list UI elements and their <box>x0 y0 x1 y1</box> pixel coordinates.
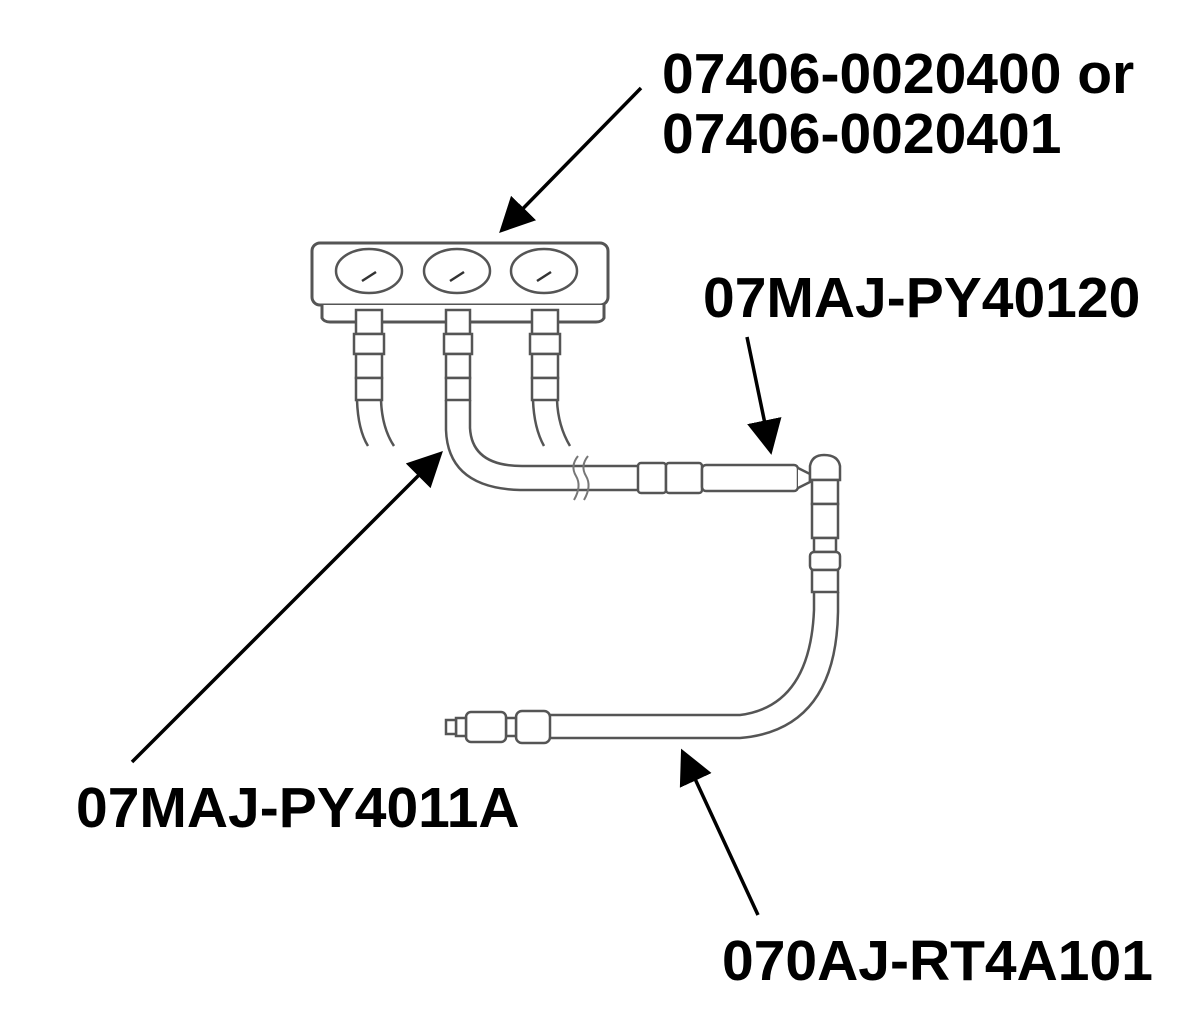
gauge-center <box>422 247 492 295</box>
gauge-right <box>509 247 579 295</box>
label-hose-b-part-number: 070AJ-RT4A101 <box>722 929 1153 993</box>
gauge-left <box>334 247 404 295</box>
label-hose-a-part-number: 07MAJ-PY4011A <box>76 776 520 840</box>
hose-b-end-fitting <box>444 709 552 745</box>
gauge-set-part-number-1: 07406-0020400 or <box>662 42 1135 106</box>
adapter <box>636 453 842 594</box>
callout-arrows <box>130 86 782 916</box>
label-adapter-part-number: 07MAJ-PY40120 <box>703 266 1141 330</box>
gauge-set-part-number-2: 07406-0020401 <box>662 102 1062 166</box>
arrow-gauge-set <box>499 86 643 234</box>
arrow-hose-a <box>130 451 443 764</box>
arrow-hose-b <box>679 748 760 916</box>
center-hose <box>444 400 640 501</box>
label-gauge-set-part-numbers: 07406-0020400 or 07406-0020401 <box>662 44 1134 164</box>
gauge-fittings <box>352 308 562 402</box>
hose-b <box>548 592 840 740</box>
right-hose-stub <box>531 399 572 447</box>
left-hose-stub <box>355 399 396 447</box>
arrow-adapter <box>745 336 782 455</box>
